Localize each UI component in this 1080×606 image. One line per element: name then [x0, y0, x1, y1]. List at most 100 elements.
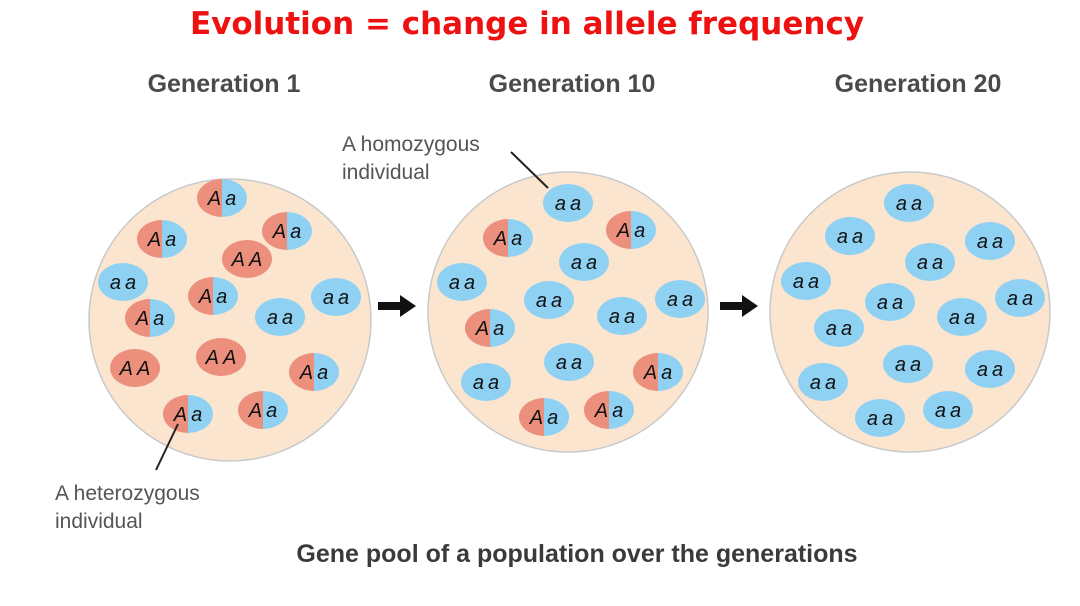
- homozygous-recessive-individual: a a: [825, 217, 875, 255]
- heterozygous-individual: A a: [519, 398, 569, 436]
- homozygous-recessive-individual: a a: [855, 399, 905, 437]
- heterozygous-individual: A a: [125, 299, 175, 337]
- genotype-label: a a: [1007, 288, 1033, 310]
- homozygous-recessive-individual: a a: [461, 363, 511, 401]
- genotype-label: a a: [556, 352, 582, 374]
- homozygous-dominant-individual: A A: [222, 240, 272, 278]
- callout-leader-lines: [155, 151, 549, 471]
- heterozygous-leader-line: [155, 423, 179, 471]
- genotype-label: A a: [299, 362, 328, 384]
- arrow-right-icon: [720, 295, 758, 317]
- genotype-label: a a: [949, 307, 975, 329]
- homozygous-recessive-individual: a a: [655, 280, 705, 318]
- homozygous-recessive-individual: a a: [814, 309, 864, 347]
- genotype-label: a a: [323, 287, 349, 309]
- genotype-label: a a: [536, 290, 562, 312]
- genotype-label: A a: [147, 229, 176, 251]
- homozygous-recessive-individual: a a: [937, 298, 987, 336]
- homozygous-recessive-individual: a a: [781, 262, 831, 300]
- heterozygous-individual: A a: [262, 212, 312, 250]
- homozygous-recessive-individual: a a: [865, 283, 915, 321]
- homozygous-recessive-individual: a a: [524, 281, 574, 319]
- homozygous-recessive-individual: a a: [98, 263, 148, 301]
- genotype-label: a a: [895, 354, 921, 376]
- genotype-label: a a: [667, 289, 693, 311]
- genotype-label: A a: [248, 400, 277, 422]
- homozygous-recessive-individual: a a: [255, 298, 305, 336]
- genotype-label: a a: [977, 231, 1003, 253]
- heterozygous-individual: A a: [483, 219, 533, 257]
- heterozygous-individual: A a: [606, 211, 656, 249]
- genotype-label: A a: [643, 362, 672, 384]
- heterozygous-callout: A heterozygous individual: [55, 482, 200, 533]
- genotype-label: a a: [110, 272, 136, 294]
- genotype-label: A a: [207, 188, 236, 210]
- genotype-label: A A: [231, 249, 263, 271]
- genotype-label: A a: [198, 286, 227, 308]
- genotype-label: a a: [977, 359, 1003, 381]
- genotype-label: a a: [935, 400, 961, 422]
- arrow-right-icon: [378, 295, 416, 317]
- heterozygous-individual: A a: [238, 391, 288, 429]
- homozygous-recessive-individual: a a: [905, 243, 955, 281]
- genotype-label: a a: [877, 292, 903, 314]
- diagram-caption: Gene pool of a population over the gener…: [296, 540, 858, 568]
- generation-20-pool: a a a a a a a a a a a a a a a a a a a a a a a a a a a…: [769, 171, 1051, 453]
- genotype-label: a a: [917, 252, 943, 274]
- genotype-label: A a: [272, 221, 301, 243]
- homozygous-recessive-individual: a a: [965, 350, 1015, 388]
- homozygous-recessive-individual: a a: [559, 243, 609, 281]
- genotype-label: a a: [867, 408, 893, 430]
- heterozygous-individual: A a: [465, 309, 515, 347]
- heterozygous-individual: A a: [163, 395, 213, 433]
- genotype-label: A a: [475, 318, 504, 340]
- heterozygous-individual: A a: [289, 353, 339, 391]
- genotype-label: A A: [119, 358, 151, 380]
- genotype-label: a a: [267, 307, 293, 329]
- genotype-label: a a: [473, 372, 499, 394]
- genotype-label: a a: [571, 252, 597, 274]
- homozygous-dominant-individual: A A: [196, 338, 246, 376]
- genotype-label: A a: [616, 220, 645, 242]
- homozygous-recessive-individual: a a: [995, 279, 1045, 317]
- homozygous-recessive-individual: a a: [965, 222, 1015, 260]
- homozygous-recessive-individual: a a: [311, 278, 361, 316]
- genotype-label: a a: [810, 372, 836, 394]
- genotype-label: A a: [594, 400, 623, 422]
- genotype-label: a a: [449, 272, 475, 294]
- genotype-label: A a: [173, 404, 202, 426]
- genotype-label: A a: [135, 308, 164, 330]
- generation-10-pool: a a A a A a a a a a a a a a A a a a a a a a A a A a A…: [427, 171, 709, 453]
- homozygous-recessive-individual: a a: [923, 391, 973, 429]
- heterozygous-individual: A a: [584, 391, 634, 429]
- generation-1-label: Generation 1: [147, 70, 301, 98]
- genotype-label: A a: [529, 407, 558, 429]
- homozygous-recessive-individual: a a: [597, 297, 647, 335]
- heterozygous-individual: A a: [197, 179, 247, 217]
- heterozygous-individual: A a: [188, 277, 238, 315]
- slide-title: Evolution = change in allele frequency: [189, 6, 865, 42]
- genotype-label: a a: [555, 193, 581, 215]
- homozygous-recessive-individual: a a: [883, 345, 933, 383]
- genotype-label: A A: [205, 347, 237, 369]
- homozygous-callout: A homozygous individual: [342, 133, 480, 184]
- arrows: [378, 295, 758, 317]
- homozygous-leader-line: [510, 151, 549, 189]
- generation-20-label: Generation 20: [834, 70, 1002, 98]
- genotype-label: a a: [826, 318, 852, 340]
- homozygous-recessive-individual: a a: [543, 184, 593, 222]
- heterozygous-individual: A a: [633, 353, 683, 391]
- genotype-label: a a: [837, 226, 863, 248]
- heterozygous-individual: A a: [137, 220, 187, 258]
- genotype-label: a a: [896, 193, 922, 215]
- genotype-label: a a: [609, 306, 635, 328]
- homozygous-recessive-individual: a a: [437, 263, 487, 301]
- homozygous-recessive-individual: a a: [884, 184, 934, 222]
- generation-10-label: Generation 10: [488, 70, 656, 98]
- homozygous-recessive-individual: a a: [544, 343, 594, 381]
- genotype-label: A a: [493, 228, 522, 250]
- genotype-label: a a: [793, 271, 819, 293]
